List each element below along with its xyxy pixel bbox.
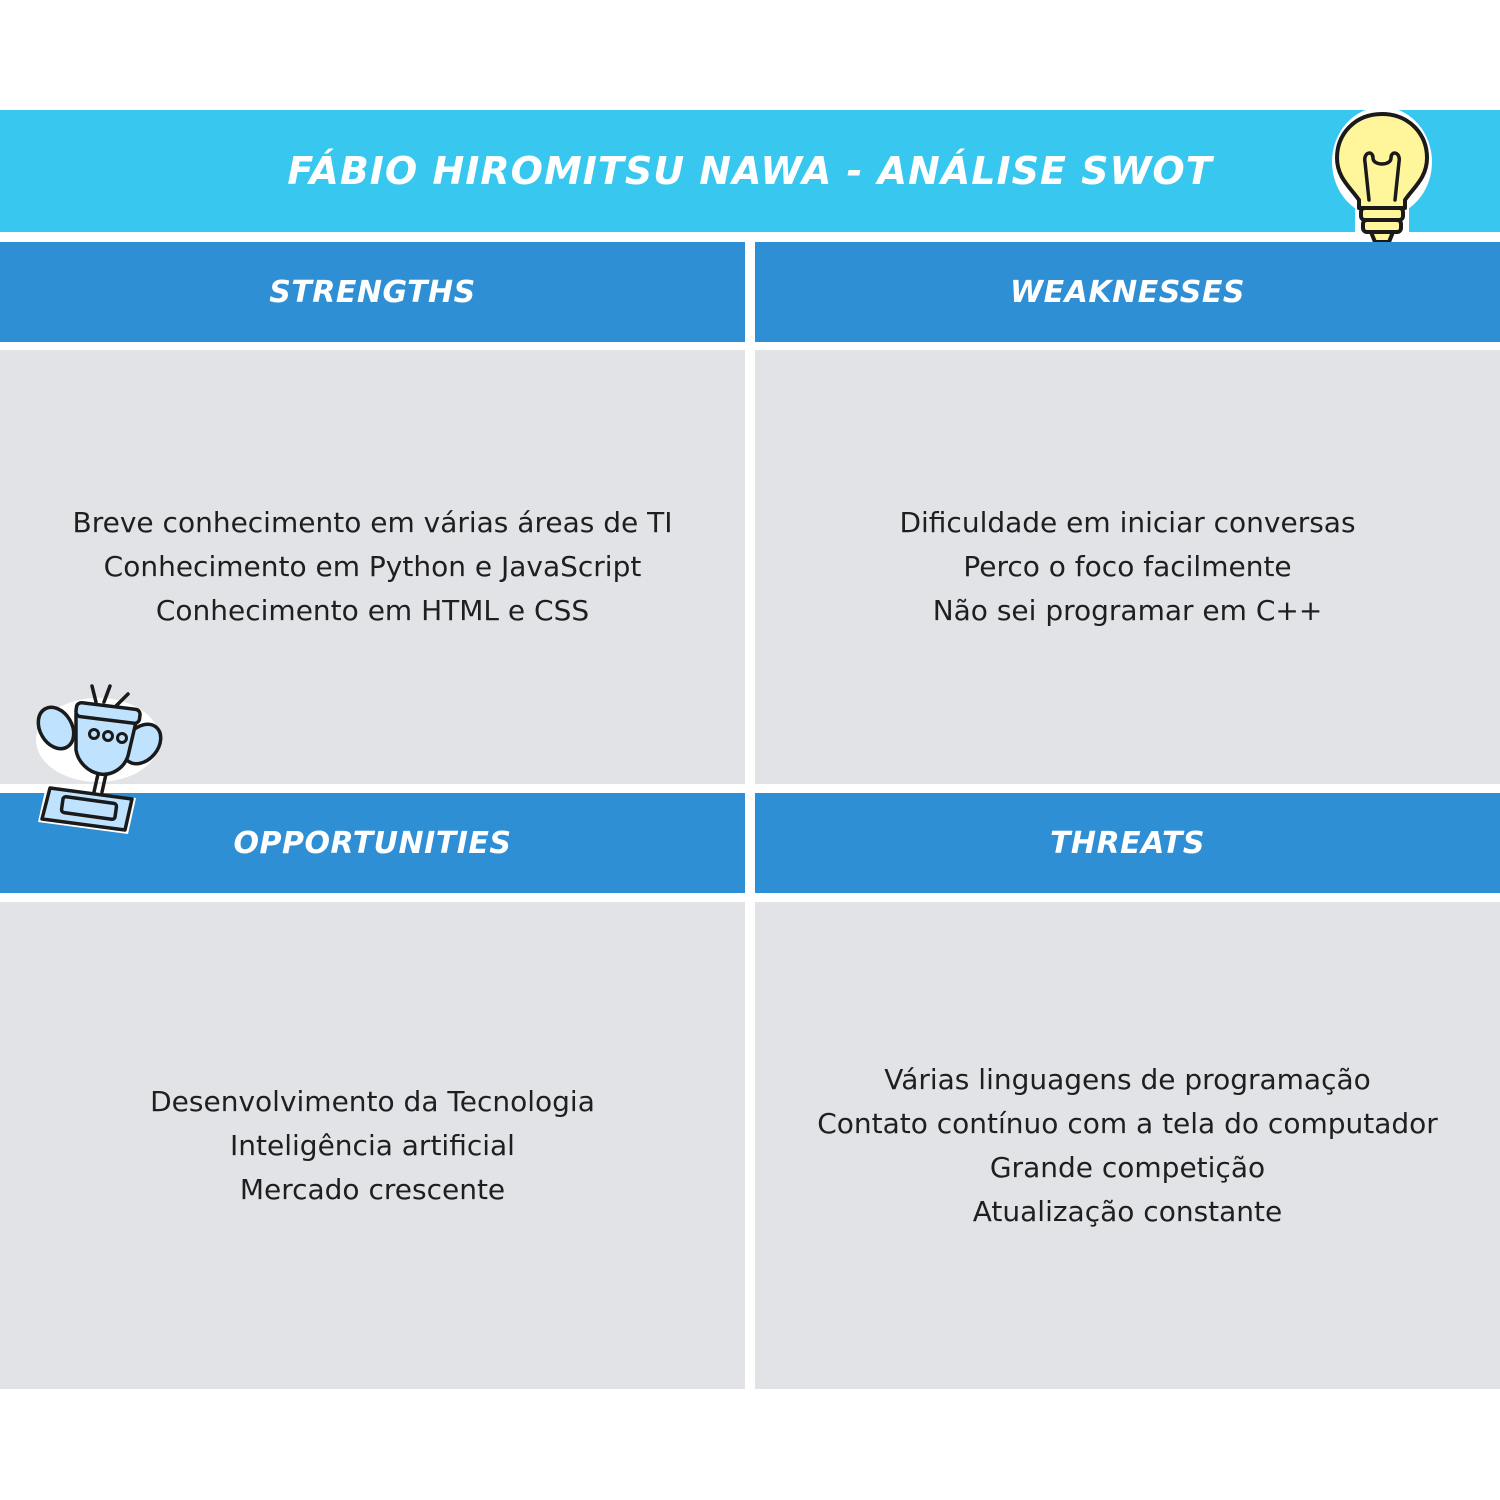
- strengths-header: STRENGTHS: [0, 242, 745, 342]
- threats-heading: THREATS: [1049, 825, 1206, 861]
- trophy-icon: [36, 684, 163, 834]
- strengths-heading: STRENGTHS: [269, 274, 476, 310]
- opportunities-body: Desenvolvimento da Tecnologia Inteligênc…: [0, 902, 745, 1389]
- title-bar: Fábio Hiromitsu Nawa - Análise SWOT: [0, 110, 1500, 232]
- lightbulb-icon: [1332, 107, 1432, 253]
- threats-item: Grande competição: [989, 1150, 1266, 1184]
- weaknesses-item: Dificuldade em iniciar conversas: [899, 506, 1356, 539]
- threats-item: Atualização constante: [972, 1194, 1283, 1228]
- threats-header: THREATS: [755, 793, 1500, 893]
- opportunities-item: Mercado crescente: [239, 1172, 506, 1206]
- threats-item: Contato contínuo com a tela do computado…: [817, 1106, 1438, 1140]
- opportunities-item: Desenvolvimento da Tecnologia: [150, 1084, 595, 1118]
- weaknesses-item: Não sei programar em C++: [932, 594, 1323, 627]
- threats-body: Várias linguagens de programação Contato…: [755, 902, 1500, 1389]
- strengths-item: Breve conhecimento em várias áreas de TI: [72, 506, 673, 539]
- weaknesses-heading: WEAKNESSES: [1010, 274, 1245, 310]
- weaknesses-item: Perco o foco facilmente: [963, 550, 1292, 583]
- page-title: Fábio Hiromitsu Nawa - Análise SWOT: [287, 149, 1213, 193]
- strengths-item: Conhecimento em Python e JavaScript: [103, 550, 642, 583]
- strengths-item: Conhecimento em HTML e CSS: [155, 594, 590, 627]
- opportunities-item: Inteligência artificial: [230, 1128, 515, 1162]
- opportunities-heading: OPPORTUNITIES: [233, 825, 512, 861]
- weaknesses-body: Dificuldade em iniciar conversas Perco o…: [755, 350, 1500, 784]
- weaknesses-header: WEAKNESSES: [755, 242, 1500, 342]
- threats-item: Várias linguagens de programação: [884, 1062, 1371, 1096]
